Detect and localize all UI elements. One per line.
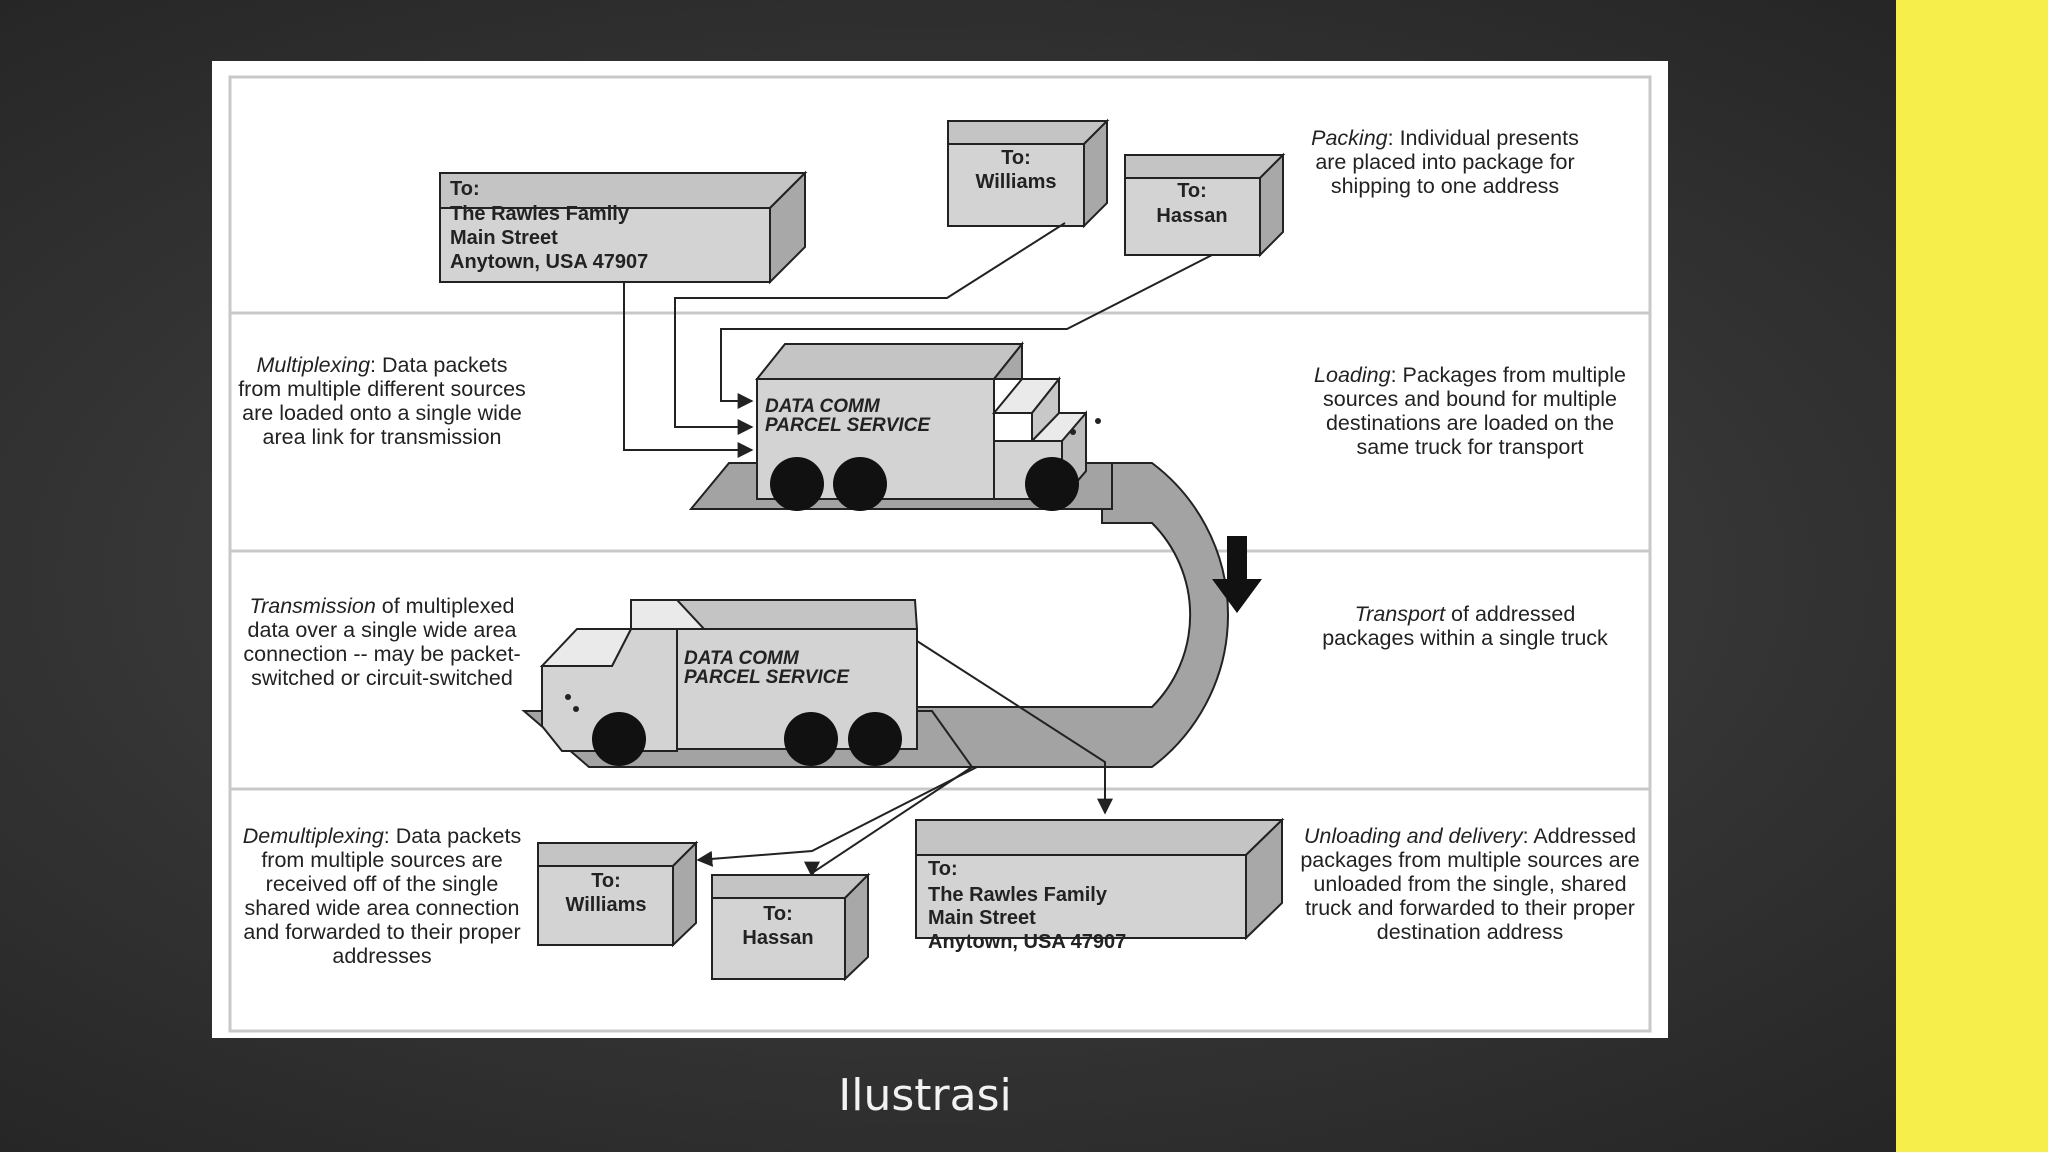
truck-label: DATA COMM [765,396,881,417]
package-label: Main Street [928,907,1036,929]
package-label: Hassan [742,927,813,949]
package-label: Hassan [1156,205,1227,227]
package-label: To: [450,178,480,200]
accent-stripe [1896,0,2048,1152]
package-rawles-bottom: To: The Rawles Family Main Street Anytow… [915,817,1285,953]
diagram-graphics: To: The Rawles Family Main Street Anytow… [228,75,1652,1033]
diagram-frame [228,75,1652,1033]
package-label: To: [1001,147,1031,169]
description-text: : Individual presents are placed into pa… [1315,126,1579,198]
package-williams-top: To: Williams [947,118,1110,229]
package-hassan-bottom: To: Hassan [711,872,871,982]
description-term: Transport [1354,602,1446,626]
description-text: : Data packets from multiple sources are… [243,824,522,968]
description-text: : Data packets from multiple different s… [238,353,526,449]
package-label: Williams [566,894,647,916]
multiplexing-diagram: To: The Rawles Family Main Street Anytow… [212,61,1668,1038]
package-williams-bottom: To: Williams [537,840,699,948]
packing-description: Packing: Individual presents are placed … [1300,126,1590,198]
slide-caption: Ilustrasi [838,1070,1012,1121]
description-term: Demultiplexing [242,824,384,848]
truck-bottom: DATA COMM PARCEL SERVICE [521,599,974,768]
description-text: : Addressed packages from multiple sourc… [1300,824,1640,944]
description-text: : Packages from multiple sources and bou… [1322,363,1626,459]
package-label: Williams [976,171,1057,193]
package-hassan-top: To: Hassan [1124,152,1286,258]
truck-label: PARCEL SERVICE [765,415,931,436]
package-label: The Rawles Family [450,203,630,225]
package-label: Anytown, USA 47907 [928,931,1126,953]
multiplexing-description: Multiplexing: Data packets from multiple… [237,353,527,449]
package-label: Main Street [450,227,558,249]
connector-arrow [720,254,1213,409]
description-term: Unloading and delivery [1303,824,1523,848]
description-text: of addressed packages within a single tr… [1322,602,1608,650]
connector-arrow [696,766,978,867]
truck-top: DATA COMM PARCEL SERVICE [688,341,1113,511]
description-term: Transmission [249,594,376,618]
unloading-description: Unloading and delivery: Addressed packag… [1300,824,1640,944]
description-term: Packing [1311,126,1388,150]
connector-arrow [916,640,1113,815]
description-text: of multiplexed data over a single wide a… [243,594,521,690]
package-label: Anytown, USA 47907 [450,251,648,273]
transmission-description: Transmission of multiplexed data over a … [237,594,527,690]
package-label: To: [928,858,958,880]
package-label: To: [1177,180,1207,202]
package-label: The Rawles Family [928,884,1108,906]
connector-arrow [674,222,1066,435]
package-label: To: [763,903,793,925]
connector-arrow [623,282,754,458]
loading-description: Loading: Packages from multiple sources … [1300,363,1640,459]
package-rawles-top: To: The Rawles Family Main Street Anytow… [439,170,808,285]
demultiplexing-description: Demultiplexing: Data packets from multip… [237,824,527,968]
package-label: To: [591,870,621,892]
description-term: Multiplexing [256,353,371,377]
down-arrow-icon [1212,536,1262,613]
truck-label: DATA COMM [684,648,800,669]
transport-description: Transport of addressed packages within a… [1310,602,1620,650]
description-term: Loading [1314,363,1391,387]
truck-label: PARCEL SERVICE [684,667,850,688]
